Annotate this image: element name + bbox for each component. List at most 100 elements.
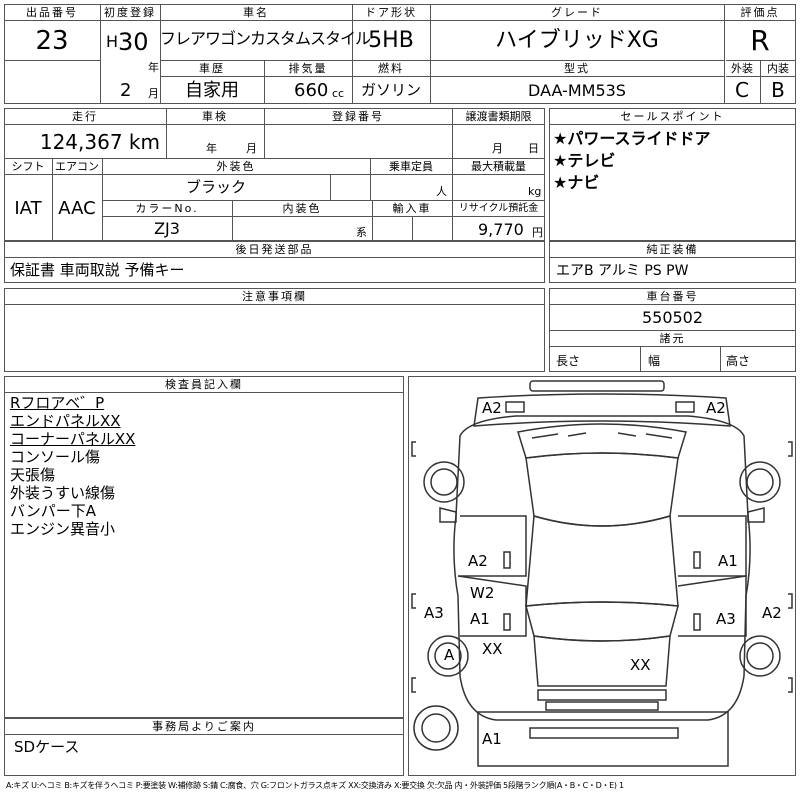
displacement-unit: cc <box>332 87 345 100</box>
inspection-year-unit: 年 <box>206 142 217 155</box>
aircon-label: エアコン <box>55 160 99 173</box>
ext-score: C <box>735 78 749 102</box>
inspector-line-3: コーナーパネルXX <box>10 430 136 448</box>
recycle-label: リサイクル預託金 <box>458 203 539 214</box>
mark-a2-front-right: A2 <box>706 399 726 417</box>
inspector-line-8: エンジン異音小 <box>10 520 116 538</box>
color-label: 外装色 <box>216 160 256 173</box>
color: ブラック <box>185 178 246 196</box>
car-diagram-box <box>408 376 796 776</box>
dims-width: 幅 <box>648 354 661 368</box>
mark-a1-bottom: A1 <box>482 730 502 748</box>
fuel: ガソリン <box>360 81 421 99</box>
inspection-label: 車検 <box>202 110 228 123</box>
inspector-line-7: バンパー下A <box>10 502 97 520</box>
chassis-label: 車台番号 <box>646 290 699 303</box>
score: R <box>750 24 770 57</box>
office-box <box>4 718 404 776</box>
transfer-month-unit: 月 <box>492 142 503 155</box>
mark-xx-left: XX <box>482 640 503 658</box>
int-color-unit: 系 <box>356 226 367 239</box>
genuine-equipment-box <box>549 241 796 283</box>
notes-label: 注意事項欄 <box>242 290 307 303</box>
import-label: 輸入車 <box>392 202 432 215</box>
later-parts-label: 後日発送部品 <box>235 243 314 256</box>
recycle: 9,770 <box>478 220 524 239</box>
shift: IAT <box>14 198 42 219</box>
inspector-line-4: コンソール傷 <box>10 448 101 466</box>
mark-a3-right-rear: A3 <box>716 610 736 628</box>
mark-a2-left-door: A2 <box>468 552 488 570</box>
later-parts-value: 保証書 車両取説 予備キー <box>10 261 185 279</box>
aircon: AAC <box>58 198 96 219</box>
dims-label: 諸元 <box>659 332 686 345</box>
car-diagram: A2 A2 A2 A1 W2 A1 A3 A3 A2 A XX XX A1 <box>411 380 793 767</box>
mileage: 124,367 km <box>39 130 160 154</box>
first-reg-year-unit: 年 <box>148 61 159 74</box>
later-parts-box <box>4 241 545 283</box>
transfer-label: 譲渡書類期限 <box>465 110 532 123</box>
recycle-unit: 円 <box>532 226 543 239</box>
mark-a-tire: A <box>444 646 455 664</box>
displacement-label: 排気量 <box>288 62 328 75</box>
first-reg-era: H <box>106 32 119 51</box>
lot-label: 出品番号 <box>26 6 78 19</box>
ext-label: 外装 <box>731 62 753 75</box>
grade-label: グレード <box>551 6 603 19</box>
first-reg-year: 30 <box>118 28 149 56</box>
office-value: SDケース <box>14 738 80 756</box>
transfer-day-unit: 日 <box>528 142 539 155</box>
mark-a1-left-rear: A1 <box>470 610 490 628</box>
fuel-label: 燃料 <box>378 62 404 75</box>
notes-box <box>4 288 545 372</box>
capacity-label: 乗車定員 <box>389 160 433 173</box>
dims-height: 高さ <box>726 354 751 368</box>
mark-a2-right: A2 <box>762 604 782 622</box>
first-reg-month: 2 <box>120 80 132 101</box>
door-type: 5HB <box>368 28 414 53</box>
int-color-label: 内装色 <box>282 202 322 215</box>
inspector-line-6: 外装うすい線傷 <box>10 484 116 502</box>
inspector-line-2: エンドパネルXX <box>10 412 121 430</box>
mark-xx-rear: XX <box>630 656 651 674</box>
mark-a2-front-left: A2 <box>482 399 502 417</box>
office-label: 事務局よりご案内 <box>152 720 256 733</box>
mark-a3-left: A3 <box>424 604 444 622</box>
load-unit: kg <box>528 185 542 198</box>
model: DAA-MM53S <box>528 81 626 100</box>
mark-a1-right-door: A1 <box>718 552 738 570</box>
dims-length: 長さ <box>556 354 581 368</box>
color-no: ZJ3 <box>154 219 180 238</box>
int-score: B <box>771 78 785 102</box>
capacity-unit: 人 <box>436 185 447 198</box>
car-name-label: 車名 <box>243 6 269 19</box>
sales-points-box <box>549 108 796 241</box>
lot-number: 23 <box>35 26 69 56</box>
history: 自家用 <box>185 80 239 101</box>
first-reg-month-unit: 月 <box>148 87 159 100</box>
regno-label: 登録番号 <box>332 110 384 123</box>
sales-points-label: セールスポイント <box>620 110 725 123</box>
legend: A:キズ U:ヘコミ B:キズを伴うヘコミ P:要塗装 W:補修跡 S:錆 C:… <box>6 781 624 790</box>
score-label: 評価点 <box>740 6 780 19</box>
model-label: 型式 <box>564 62 590 75</box>
inspector-box <box>4 376 404 718</box>
int-label: 内装 <box>767 62 789 75</box>
displacement: 660 <box>294 80 329 101</box>
load-label: 最大積載量 <box>471 160 526 173</box>
sales-point-3: ★ナビ <box>553 173 600 192</box>
mileage-label: 走行 <box>72 110 98 123</box>
genuine-label: 純正装備 <box>646 243 699 256</box>
inspection-month-unit: 月 <box>246 142 257 155</box>
car-name: フレアワゴンカスタムスタイル <box>160 29 371 48</box>
inspector-line-1: Rフロアベ゛P <box>10 394 105 412</box>
mark-w2-left: W2 <box>470 584 494 602</box>
sales-point-1: ★パワースライドドア <box>553 129 711 148</box>
chassis-number: 550502 <box>641 308 704 327</box>
history-label: 車歴 <box>199 62 225 75</box>
inspector-label: 検査員記入欄 <box>165 378 243 391</box>
door-label: ドア形状 <box>365 6 417 19</box>
grade: ハイブリッドXG <box>495 28 659 53</box>
shift-label: シフト <box>11 160 45 173</box>
first-reg-label: 初度登録 <box>104 6 156 19</box>
